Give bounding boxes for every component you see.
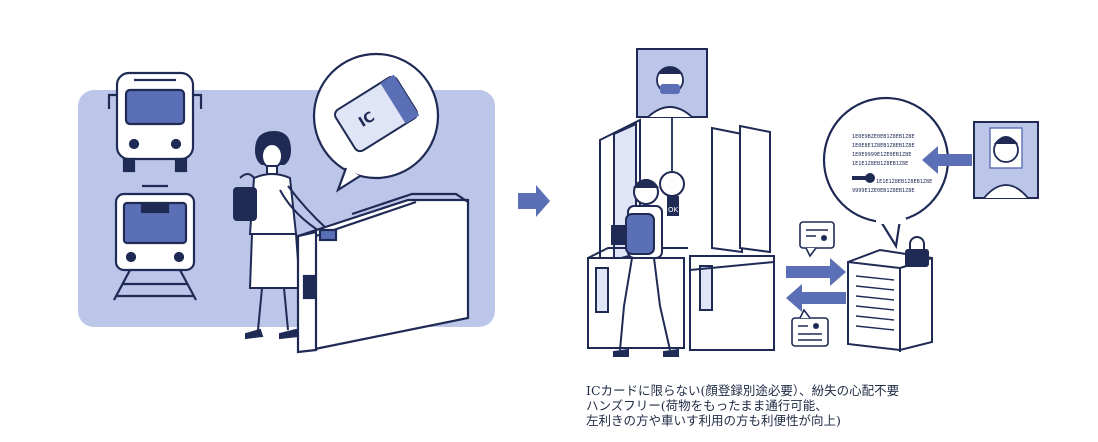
lock-icon [905, 236, 929, 267]
data-line: 1E1E1Z8EB1Z8EB1Z8E [852, 161, 908, 167]
train-icon [113, 184, 197, 301]
ic-card-bubble [312, 52, 440, 193]
man-with-backpack-figure [613, 179, 679, 357]
woman-figure [233, 130, 329, 340]
bus-icon [107, 71, 203, 173]
download-data-card [791, 308, 829, 347]
gate-camera [659, 171, 685, 216]
server-data-bubble [822, 96, 950, 250]
registration-arrow-icon [922, 146, 972, 174]
camera-face-photo-masked [636, 48, 708, 196]
return-arrow-icon [786, 284, 846, 312]
benefit-caption: ICカードに限らない(顔登録別途必要）、紛失の心配不要 ハンズフリー(荷物をもっ… [586, 383, 1006, 428]
ticket-gate [296, 192, 470, 354]
upload-data-card [799, 221, 835, 258]
send-arrow-icon [786, 258, 846, 286]
registered-face-photo [973, 121, 1039, 199]
key-icon [852, 173, 875, 183]
data-line: 9999E1ZE0EB1Z8EB1Z8E [852, 188, 914, 194]
ic-card-label: IC [356, 109, 378, 131]
face-recognition-gate [587, 118, 775, 351]
data-line: 1E1E1Z8EB1Z8EB1Z8E [876, 179, 932, 185]
transition-arrow-icon [518, 185, 550, 217]
gate-ok-tag: OK [668, 206, 679, 214]
data-line: 1E0E9999E1ZE0EB1Z8E [852, 152, 911, 158]
server-tower [847, 248, 933, 352]
data-line: 1E0E9BZE0EB1Z8EB1Z8E [852, 134, 914, 140]
caption-line-3: 左利きの方や車いす利用の方も利便性が向上) [586, 413, 841, 428]
server-data-lines: 1E0E9BZE0EB1Z8EB1Z8E 1E0E8E1Z8EB1Z8EB1Z8… [852, 134, 932, 194]
caption-line-1: ICカードに限らない(顔登録別途必要）、紛失の心配不要 [586, 383, 900, 398]
caption-line-2: ハンズフリー(荷物をもったまま通行可能、 [586, 398, 828, 413]
data-line: 1E0E8E1Z8EB1Z8EB1Z8E [852, 143, 914, 149]
